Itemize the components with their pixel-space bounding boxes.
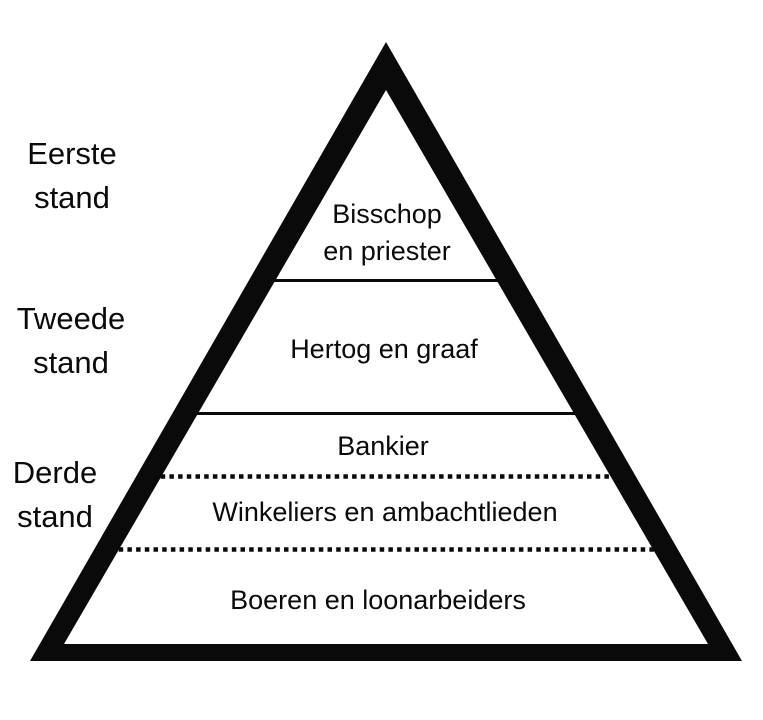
layer-label-line: en priester [323,236,451,266]
side-label-line: stand [33,345,109,380]
layer-label-bisschop-en-priester: Bisschop en priester [323,196,451,270]
side-label-eerste-stand: Eerste stand [27,132,117,220]
side-label-derde-stand: Derde stand [13,451,97,539]
side-label-line: stand [17,499,93,534]
layer-label-bankier: Bankier [337,431,429,461]
side-label-line: Eerste [27,136,117,171]
layer-label-hertog-en-graaf: Hertog en graaf [290,334,478,364]
layer-label-winkeliers-en-ambachtlieden: Winkeliers en ambachtlieden [212,497,558,527]
side-label-line: stand [34,180,110,215]
layer-label-boeren-en-loonarbeiders: Boeren en loonarbeiders [230,585,526,615]
side-label-line: Tweede [16,301,126,336]
side-label-line: Derde [12,455,98,490]
layer-label-line: Bisschop [332,199,442,229]
side-label-tweede-stand: Tweede stand [17,297,126,385]
